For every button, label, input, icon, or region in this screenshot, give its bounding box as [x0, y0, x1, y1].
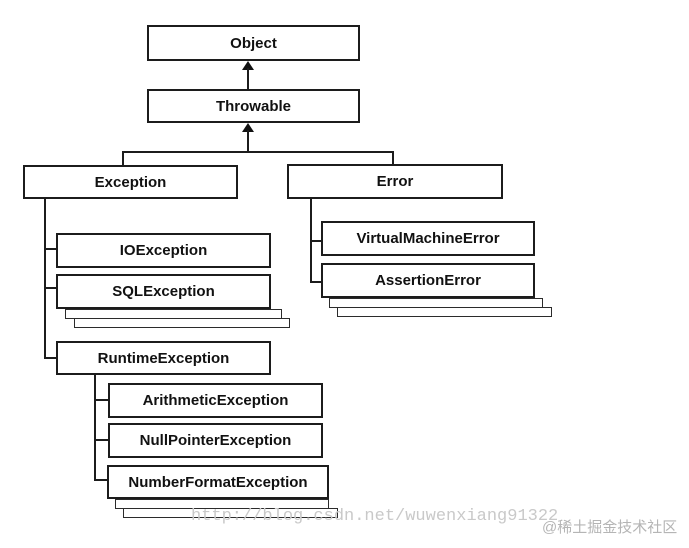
node-runtimeexception: RuntimeException: [56, 341, 271, 375]
connector-stub-numberformatexception: [94, 479, 107, 481]
node-arithmeticexception: ArithmeticException: [108, 383, 323, 418]
connector-branch-throwable: [247, 130, 249, 152]
node-exception-label: Exception: [94, 173, 167, 191]
node-numberformatexception-label: NumberFormatException: [128, 473, 308, 491]
watermark-site: @稀土掘金技术社区: [542, 519, 678, 536]
connector-stub-arithmeticexception: [94, 399, 108, 401]
connector-runtime-children-vertical: [94, 375, 96, 481]
node-object-label: Object: [230, 34, 277, 52]
connector-exception-children-vertical: [44, 199, 46, 359]
numberformatexception-more-stack-2: [123, 508, 338, 518]
node-numberformatexception: NumberFormatException: [107, 465, 329, 499]
node-throwable: Throwable: [147, 89, 360, 123]
node-object: Object: [147, 25, 360, 61]
sqlexception-more-stack-2: [74, 318, 290, 328]
connector-branch-error-drop: [392, 151, 394, 164]
node-virtualmachineerror-label: VirtualMachineError: [356, 230, 500, 247]
node-assertionerror-label: AssertionError: [375, 272, 481, 289]
node-ioexception-label: IOException: [119, 242, 208, 259]
connector-branch-exception-drop: [122, 151, 124, 165]
node-virtualmachineerror: VirtualMachineError: [321, 221, 535, 256]
connector-stub-nullpointerexception: [94, 439, 108, 441]
node-nullpointerexception: NullPointerException: [108, 423, 323, 458]
connector-stub-virtualmachineerror: [310, 240, 321, 242]
watermark-url: http://blog.csdn.net/wuwenxiang91322: [191, 507, 559, 526]
assertionerror-more-stack-2: [337, 307, 552, 317]
node-error-label: Error: [376, 173, 414, 190]
node-ioexception: IOException: [56, 233, 271, 268]
node-sqlexception: SQLException: [56, 274, 271, 309]
connector-throwable-object: [247, 68, 249, 89]
connector-stub-assertionerror: [310, 281, 321, 283]
node-sqlexception-label: SQLException: [112, 283, 215, 300]
node-nullpointerexception-label: NullPointerException: [139, 432, 292, 449]
node-error: Error: [287, 164, 503, 199]
arrow-up-icon: [242, 61, 254, 70]
node-exception: Exception: [23, 165, 238, 199]
connector-stub-sqlexception: [44, 287, 56, 289]
node-throwable-label: Throwable: [215, 97, 291, 115]
node-assertionerror: AssertionError: [321, 263, 535, 298]
connector-stub-ioexception: [44, 248, 56, 250]
connector-stub-runtimeexception: [44, 357, 56, 359]
node-runtimeexception-label: RuntimeException: [97, 349, 230, 367]
node-arithmeticexception-label: ArithmeticException: [142, 392, 289, 409]
connector-branch-horizontal: [122, 151, 394, 153]
arrow-up-icon: [242, 123, 254, 132]
